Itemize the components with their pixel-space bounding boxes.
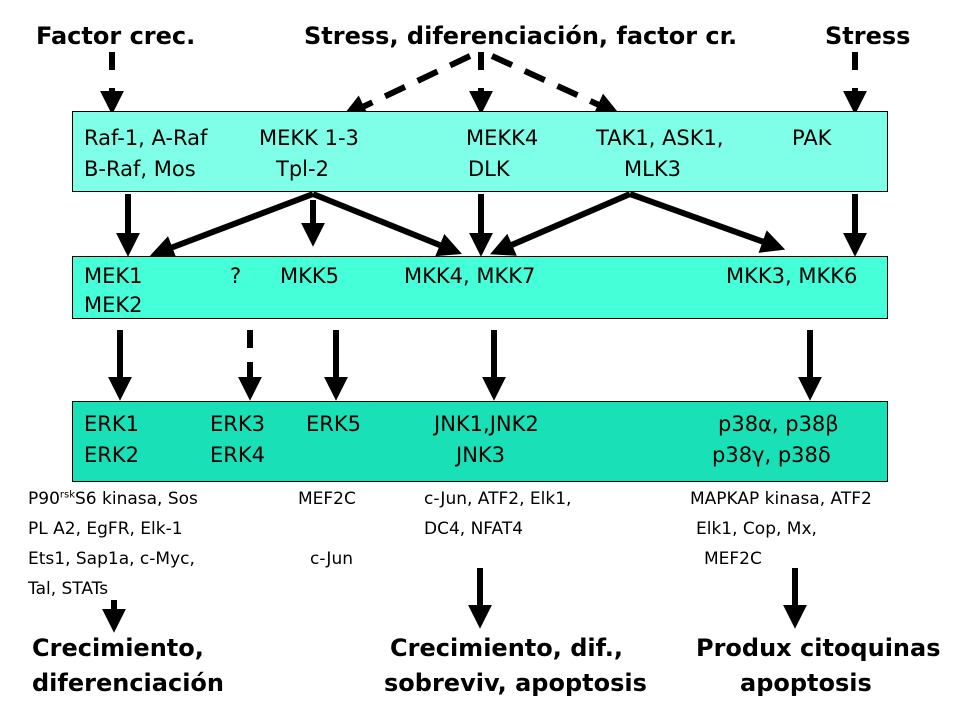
header-stress: Stress: [825, 22, 911, 50]
mapkkk-raf-line2: B-Raf, Mos: [84, 157, 196, 181]
mapkkk-box: [72, 111, 888, 192]
outcome-middle-line1: Crecimiento, dif.,: [390, 634, 623, 662]
mapk-erk5: ERK5: [306, 412, 361, 436]
substrate-erk-line1: P90rskS6 kinasa, Sos: [28, 489, 198, 509]
mapk-jnk-line1: JNK1,JNK2: [434, 412, 539, 436]
outcome-left-line2: diferenciación: [32, 669, 224, 697]
substrate-erk5-line3: c-Jun: [310, 549, 353, 569]
mapkk-box: [72, 256, 888, 319]
mapkkk-raf-line1: Raf-1, A-Raf: [84, 126, 208, 150]
mapkk-mkk5: MKK5: [280, 264, 340, 288]
outcome-middle-line2: sobreviv, apoptosis: [384, 669, 647, 697]
substrate-erk-line2: PL A2, EgFR, Elk-1: [28, 519, 183, 539]
substrate-jnk-line2: DC4, NFAT4: [424, 519, 524, 539]
outcome-right-line2: apoptosis: [740, 669, 872, 697]
arrow-stress-to-mekk: [342, 53, 472, 118]
outcome-right-line1: Produx citoquinas: [696, 634, 941, 662]
mapk-jnk-line2: JNK3: [456, 443, 506, 467]
mapkk-mek-line1: MEK1: [84, 264, 143, 288]
header-stress-differentiation: Stress, diferenciación, factor cr.: [304, 22, 738, 50]
mapkkk-mekk4-line1: MEKK4: [466, 126, 539, 150]
arrow-tak-to-mkk47: [490, 191, 632, 256]
arrow-stress-to-tak: [490, 53, 620, 116]
mapkk-mkk36: MKK3, MKK6: [726, 264, 858, 288]
outcome-left-line1: Crecimiento,: [32, 634, 204, 662]
substrate-erk5-line1: MEF2C: [298, 489, 356, 509]
mapkkk-pak: PAK: [792, 126, 832, 150]
mapkk-mkk47: MKK4, MKK7: [404, 264, 536, 288]
mapk-erk3-line2: ERK4: [210, 443, 265, 467]
substrate-p38-line2: Elk1, Cop, Mx,: [696, 519, 817, 539]
substrate-erk-prefix: P90: [28, 489, 60, 509]
mapk-erk-line1: ERK1: [84, 412, 139, 436]
mapk-p38-line2: p38γ, p38δ: [712, 443, 831, 467]
substrate-erk-line3: Ets1, Sap1a, c-Myc,: [28, 549, 195, 569]
mapk-erk3-line1: ERK3: [210, 412, 265, 436]
mapk-box: [72, 401, 888, 482]
substrate-p38-line3: MEF2C: [704, 549, 762, 569]
substrate-erk-sup: rsk: [59, 489, 76, 501]
mapkk-unknown: ?: [230, 264, 242, 288]
mapkkk-mekk-line1: MEKK 1-3: [259, 126, 359, 150]
mapkk-mek-line2: MEK2: [84, 293, 143, 317]
mapkkk-tak-line1: TAK1, ASK1,: [596, 126, 724, 150]
mapkkk-mekk4-line2: DLK: [468, 157, 510, 181]
mapk-p38-line1: p38α, p38β: [718, 412, 839, 436]
substrate-erk-rest: S6 kinasa, Sos: [75, 489, 198, 509]
substrate-erk-line4: Tal, STATs: [28, 579, 109, 599]
mapkkk-tak-line2: MLK3: [624, 157, 681, 181]
mapk-erk-line2: ERK2: [84, 443, 139, 467]
substrate-p38-line1: MAPKAP kinasa, ATF2: [690, 489, 872, 509]
substrate-jnk-line1: c-Jun, ATF2, Elk1,: [424, 489, 572, 509]
mapkkk-mekk-line2: Tpl-2: [276, 157, 329, 181]
arrow-mekk-to-mek: [149, 191, 315, 259]
arrow-mekk-to-mkk47: [311, 191, 463, 257]
header-growth-factor: Factor crec.: [36, 22, 196, 50]
arrow-tak-to-mkk36: [628, 191, 786, 253]
